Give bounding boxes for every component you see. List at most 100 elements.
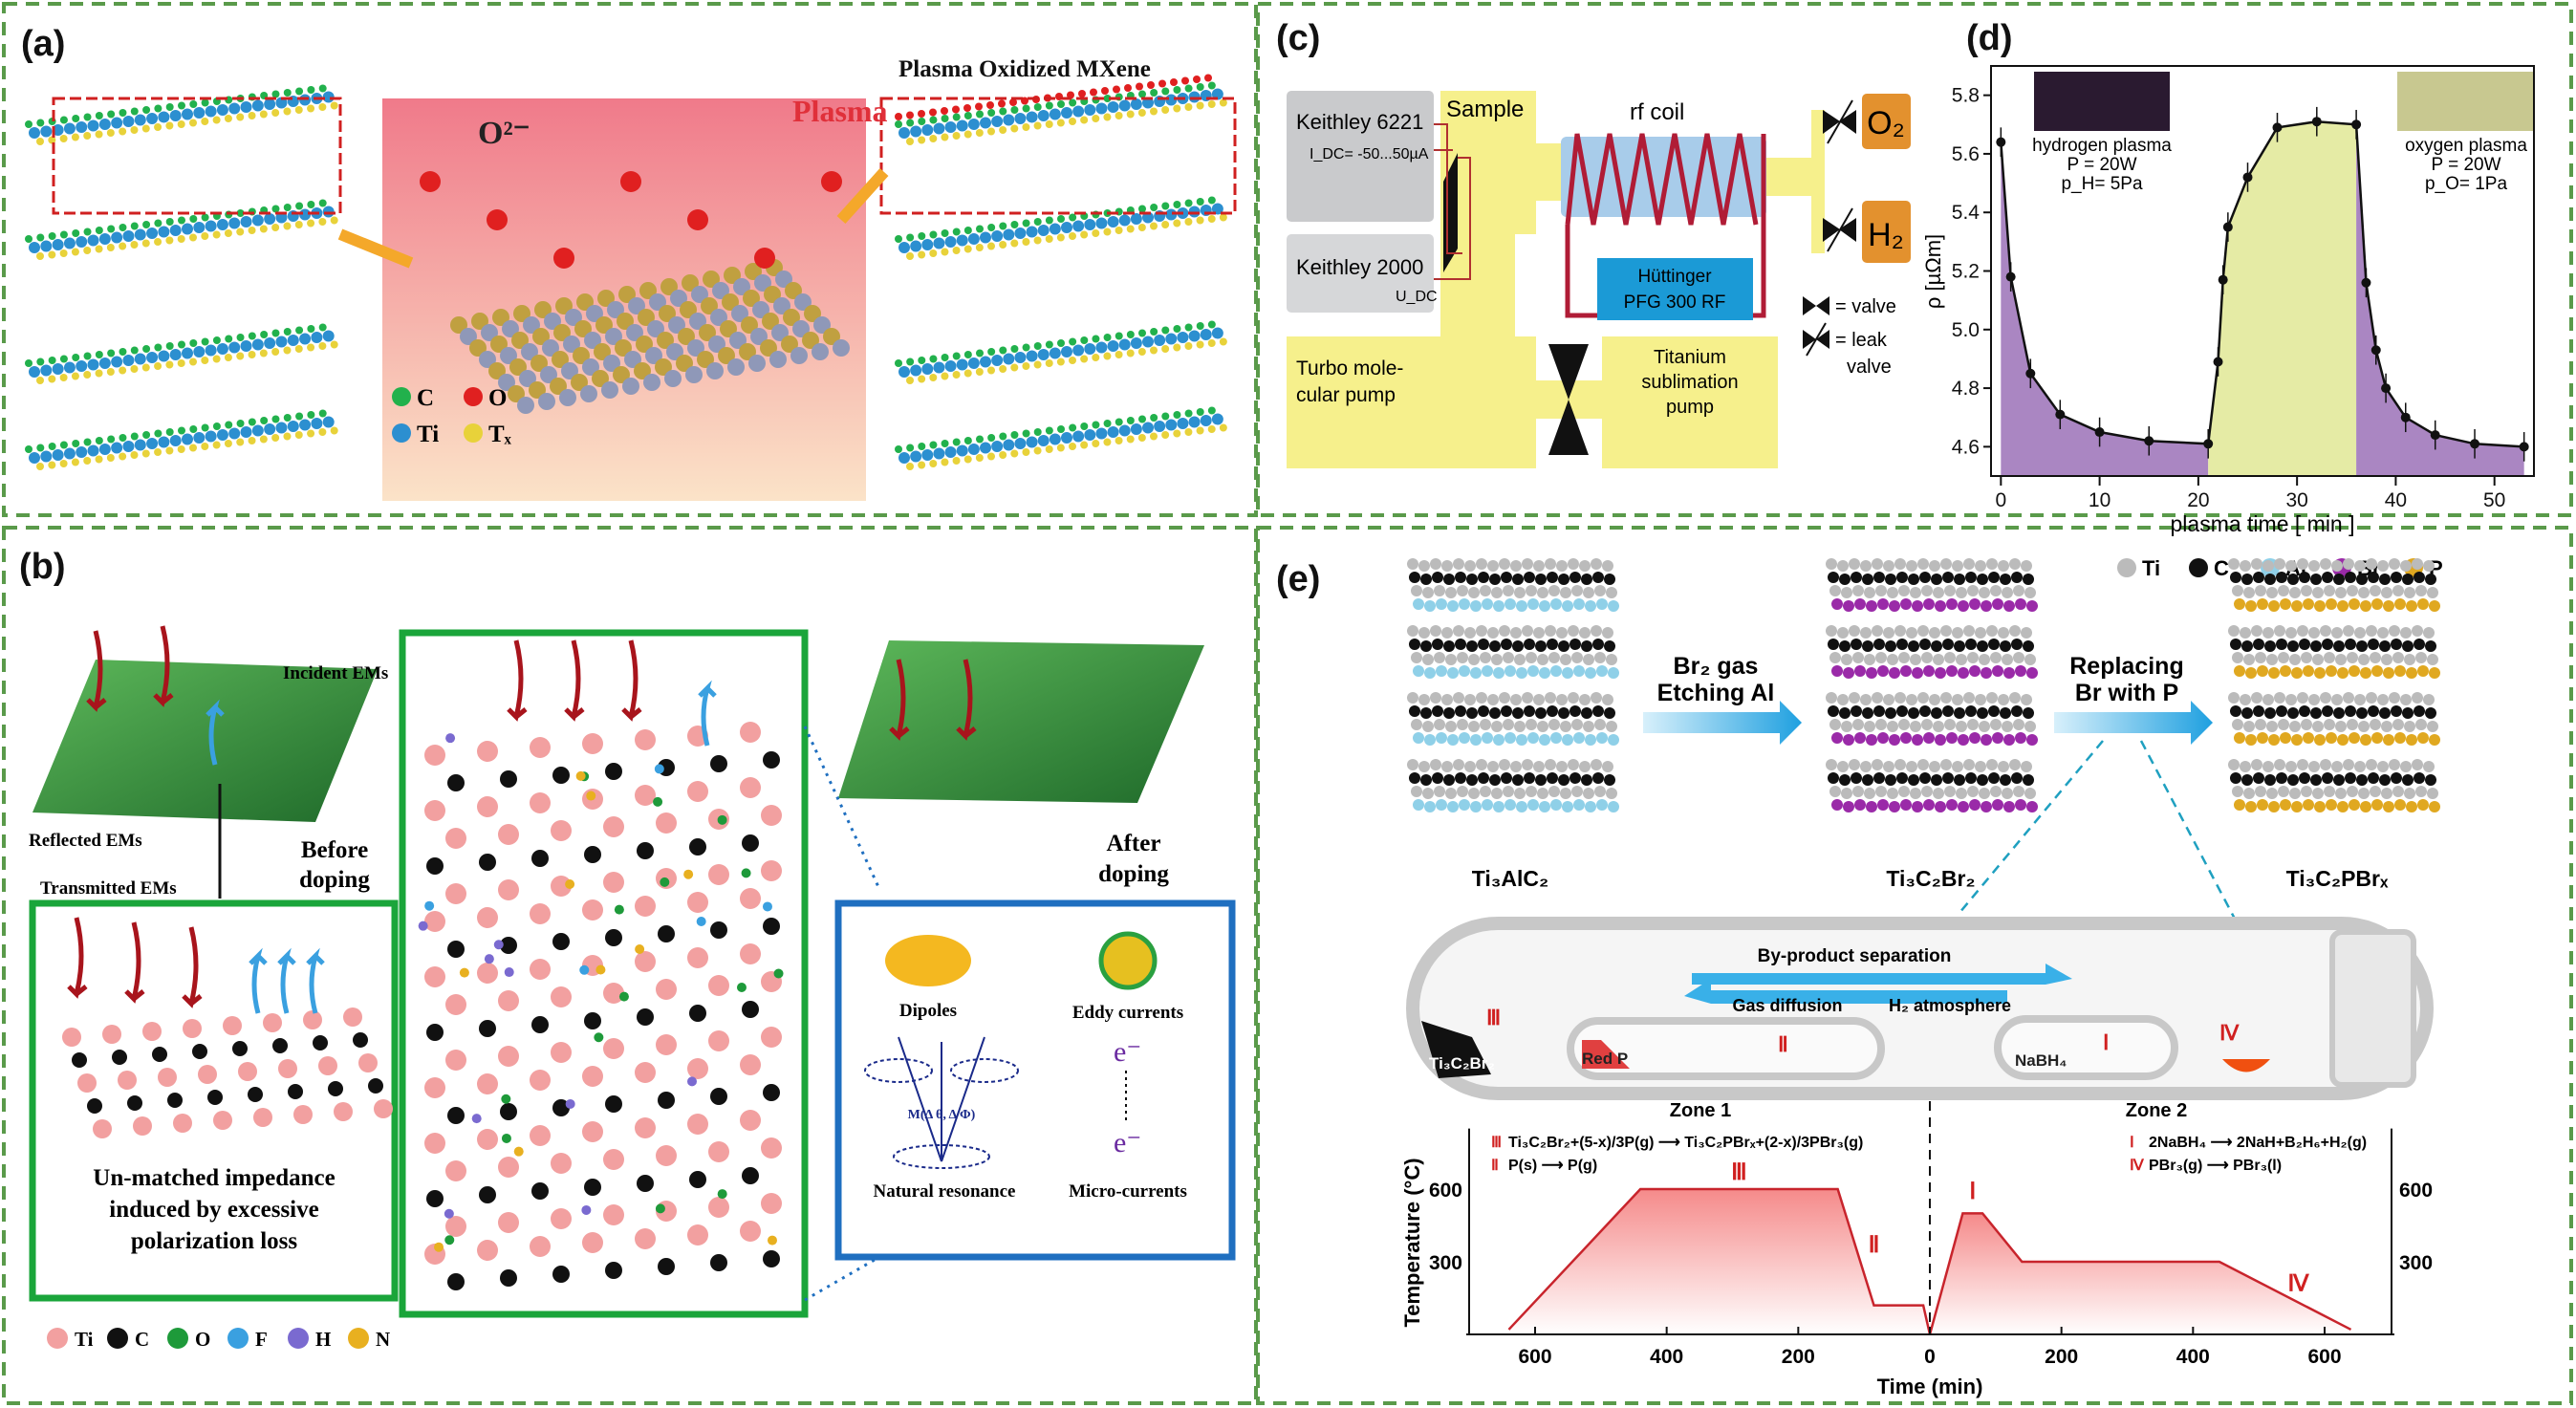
atom [1527, 732, 1539, 744]
atom [531, 1182, 549, 1200]
atom [1548, 585, 1560, 596]
atom [295, 326, 304, 335]
atom [1592, 639, 1604, 650]
atom [1596, 799, 1608, 811]
x-tick-label: 400 [2176, 1346, 2210, 1368]
oxygen-annotation: oxygen plasma [2405, 136, 2527, 156]
atom [259, 225, 268, 233]
atom [823, 328, 840, 345]
atom [322, 416, 335, 428]
atom [1137, 224, 1146, 231]
atom [750, 328, 768, 345]
atom [1875, 652, 1887, 663]
atom [1885, 574, 1896, 585]
panel-d-label: (d) [1966, 18, 2013, 58]
atom [1917, 692, 1929, 704]
atom [1069, 443, 1076, 450]
atom [1548, 719, 1560, 730]
atom [158, 1068, 177, 1087]
atom [83, 371, 92, 379]
atom [2243, 788, 2255, 799]
atom [1963, 625, 1975, 637]
atom [2276, 572, 2287, 583]
atom [1161, 221, 1170, 228]
transmitted-ems-label: Transmitted EMs [40, 878, 177, 899]
atom [1831, 732, 1843, 744]
atom [1501, 639, 1512, 650]
atom [1958, 667, 1969, 679]
atom [2354, 560, 2366, 572]
atom [1946, 799, 1958, 811]
atom [1873, 639, 1885, 650]
atom [1533, 761, 1545, 772]
atom [1107, 340, 1119, 352]
y-tick-label-right: 300 [2399, 1252, 2433, 1274]
atom [1942, 772, 1954, 784]
atom [1866, 600, 1877, 612]
atom [2356, 574, 2368, 585]
udc-label: U_DC [1396, 289, 1438, 305]
atom [189, 100, 198, 108]
x-tick-label: 0 [1924, 1346, 1936, 1368]
atom [29, 366, 40, 378]
data-point [2222, 222, 2233, 232]
atom [1547, 772, 1558, 784]
atom [236, 420, 245, 427]
atom [2358, 721, 2370, 732]
atom [1103, 438, 1112, 446]
before-doping-label: Before [301, 837, 368, 863]
atom [1493, 600, 1504, 612]
atom [2024, 788, 2036, 799]
oxygen-atom [963, 104, 971, 112]
atom [2257, 799, 2268, 811]
atom [165, 121, 174, 130]
oxygen-ion [553, 248, 574, 269]
atom [1084, 104, 1096, 116]
atom [2009, 759, 2021, 770]
atom [2415, 585, 2427, 596]
atom [1963, 759, 1975, 770]
atom [963, 130, 972, 139]
data-point [2094, 427, 2105, 438]
atom [1585, 600, 1596, 612]
atom [1831, 598, 1843, 610]
atom [1115, 418, 1123, 426]
atom [963, 227, 972, 234]
atom [617, 313, 634, 330]
atom [25, 445, 32, 453]
atom [2349, 598, 2360, 610]
atom [1860, 560, 1872, 572]
atom [283, 222, 292, 230]
atom [248, 418, 256, 426]
atom [1413, 799, 1424, 811]
atom [1107, 101, 1119, 113]
atom [2251, 692, 2262, 704]
atom [976, 435, 984, 444]
atom [898, 242, 910, 253]
atom [1196, 101, 1204, 110]
atom [552, 933, 570, 950]
atom [645, 347, 662, 364]
atom [2245, 667, 2257, 679]
atom [205, 220, 217, 232]
legend-swatch [464, 387, 483, 406]
atom [2240, 761, 2251, 772]
atom [240, 216, 252, 227]
wiring [1434, 123, 1471, 280]
atom [1092, 440, 1100, 447]
atom [169, 435, 182, 446]
atom [1196, 322, 1204, 330]
atom [1841, 587, 1852, 598]
atom [741, 316, 758, 334]
atom [498, 824, 519, 845]
atom [921, 239, 934, 250]
atom [1851, 705, 1862, 717]
atom [1487, 694, 1499, 705]
atom [2417, 665, 2429, 677]
atom [1839, 574, 1851, 585]
atom [142, 1022, 162, 1041]
atom [918, 357, 926, 364]
atom [952, 352, 961, 360]
atom [251, 214, 264, 227]
